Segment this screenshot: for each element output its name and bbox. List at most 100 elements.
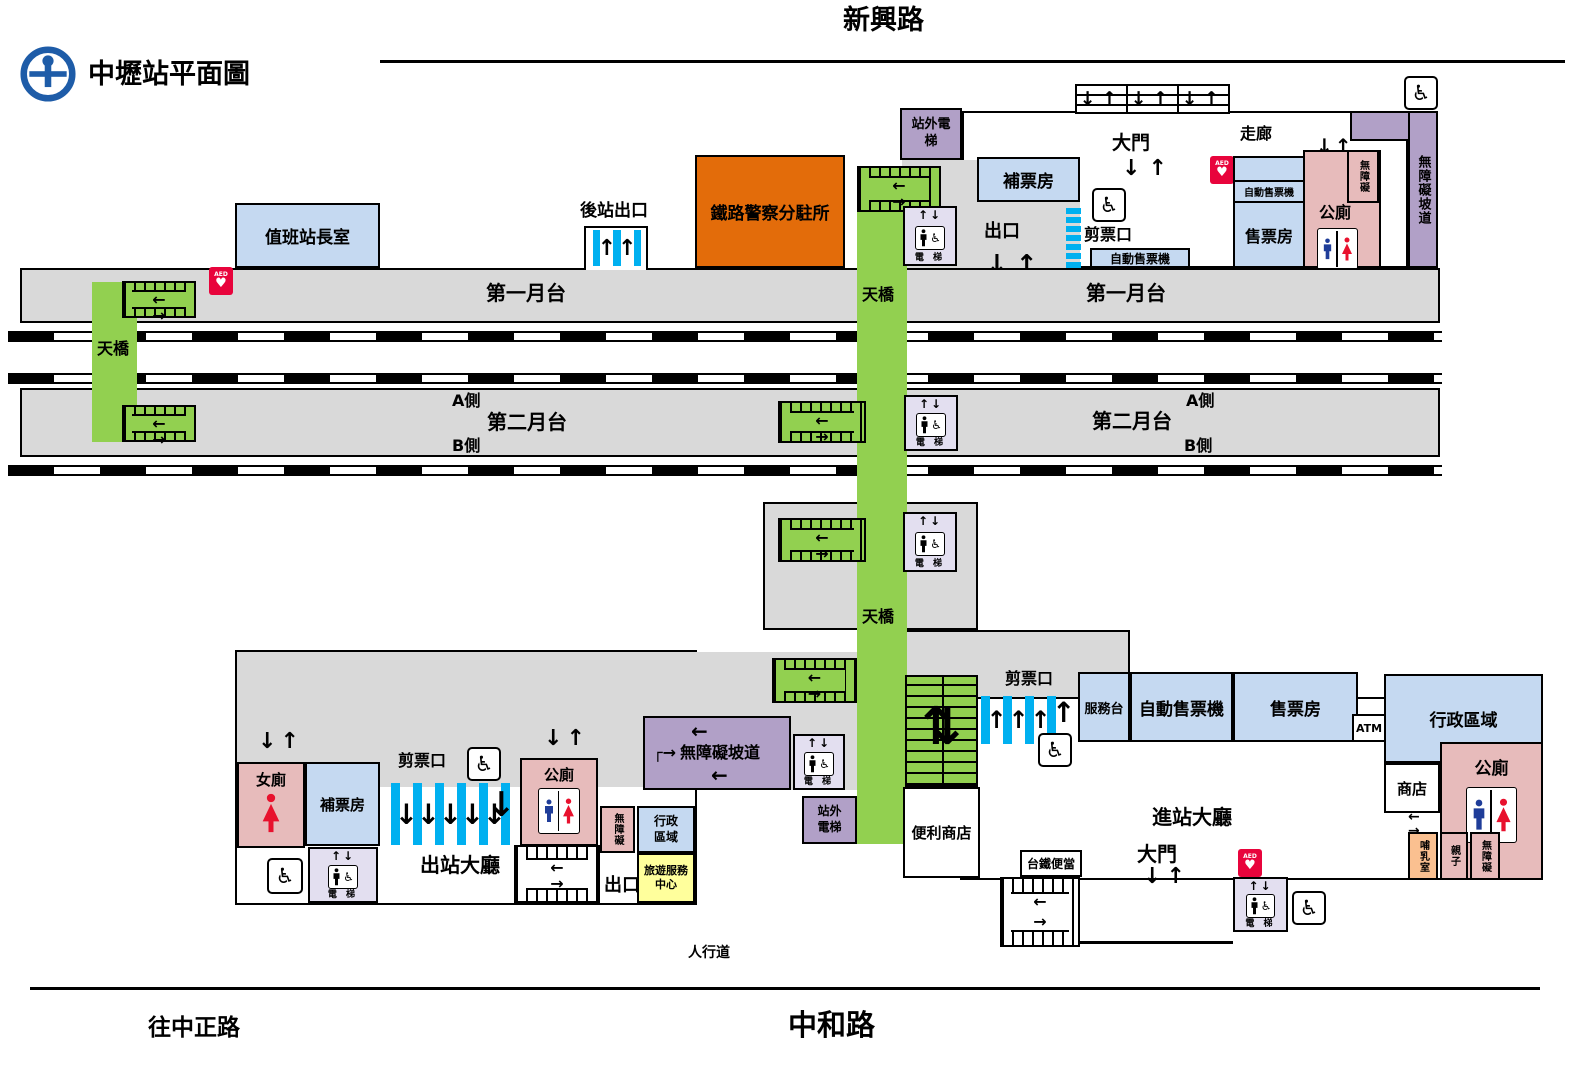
elevator-exit-hall: ↑↓ ♿ 電 梯 <box>308 847 378 903</box>
down-arrow-icon: ↓ <box>487 785 516 825</box>
aed-icon: AED ♥ <box>209 267 233 295</box>
toilet-south-arrows: ↓ ↑ <box>544 728 585 750</box>
travel-service-center: 旅遊服務中心 <box>637 853 695 903</box>
heart-icon: ♥ <box>1216 165 1228 180</box>
stairs-lane: ← → <box>1011 892 1069 932</box>
toilet-north: 公廁 <box>1303 150 1381 270</box>
man-icon <box>544 799 553 822</box>
wheelchair-icon: ♿ <box>930 230 941 245</box>
up-arrow-icon: ↑ <box>1148 156 1167 181</box>
outside-elevator-south: 站外電梯 <box>802 796 857 844</box>
man-icon <box>1251 897 1258 915</box>
railway-police-station: 鐵路警察分駐所 <box>695 155 845 268</box>
gate-label-north: 剪票口 <box>1084 225 1133 244</box>
ticket-gate-north <box>1066 208 1081 268</box>
man-icon <box>920 534 927 552</box>
wheelchair-icon: ♿ <box>1292 891 1326 925</box>
right-arrow-icon: → <box>1033 911 1047 931</box>
aed-icon: AED ♥ <box>1210 156 1234 184</box>
elevator-pictogram: ♿ <box>916 412 946 437</box>
accessible-toilet-north: 無障礙 <box>1347 150 1379 203</box>
wheelchair-icon: ♿ <box>1404 76 1438 110</box>
toilet-south-west: 公廁 <box>520 758 598 846</box>
wheelchair-icon: ♿ <box>343 869 354 884</box>
right-arrow-icon: → <box>152 305 166 325</box>
stairs-lane: ← → <box>525 857 589 891</box>
platform-2-label-right: 第二月台 <box>1092 409 1172 433</box>
road-name-top: 新興路 <box>843 5 924 36</box>
elevator-platform1: ↑↓ ♿ 電 梯 <box>903 206 957 266</box>
tra-logo-icon <box>20 46 76 102</box>
stairs-divider <box>941 677 944 785</box>
steps-cell: ↓↑ <box>1126 86 1177 112</box>
wheelchair-icon: ♿ <box>819 756 830 771</box>
down-arrow-icon: ↓ <box>544 726 563 751</box>
left-arrow-icon: ← <box>711 763 728 787</box>
down-arrow-icon: ↓ <box>258 729 277 754</box>
elevator-arrows: ↑↓ <box>1248 879 1273 893</box>
elevator-label: 電 梯 <box>327 890 359 900</box>
side-a-label-left: A側 <box>452 391 481 410</box>
side-a-label-right: A側 <box>1186 391 1215 410</box>
elevator-arrows: ↑↓ <box>917 208 943 222</box>
exit-label-south: 出口 <box>604 875 640 896</box>
left-arrow-icon: ← <box>152 413 166 433</box>
steps-cell: ↓↑ <box>1177 86 1228 112</box>
stairs-platform1-main: ← → <box>857 166 941 212</box>
rear-entrance-steps: ↓↑ ↓↑ ↓↑ <box>1075 84 1230 114</box>
elevator-label: 電 梯 <box>914 253 946 263</box>
main-door-arrows-north: ↓ ↑ <box>1122 158 1167 180</box>
left-arrow-icon: ← <box>815 528 829 547</box>
stairs-lane: ← → <box>868 176 930 210</box>
wheelchair-icon: ♿ <box>467 747 501 781</box>
stairs-lane: ← → <box>132 413 186 447</box>
stairs-lane: ← → <box>132 289 186 323</box>
footbridge-west-label: 天橋 <box>97 339 130 358</box>
shop: 商店 <box>1384 763 1440 813</box>
woman-icon <box>262 793 280 833</box>
side-b-label-left: B側 <box>452 436 481 455</box>
man-icon <box>921 415 928 433</box>
elevator-concourse: ↑↓ ♿ 電 梯 <box>793 734 845 790</box>
elevator-arrows: ↑↓ <box>918 397 944 411</box>
ramp-north: 無障礙坡道 <box>1408 111 1438 268</box>
elevator-label: 電 梯 <box>915 438 947 448</box>
wheelchair-icon: ♿ <box>1092 188 1126 222</box>
ticket-office-north: 售票房 <box>1233 201 1305 268</box>
track-1 <box>8 331 1442 342</box>
elevator-arrows: ↑↓ <box>806 736 832 750</box>
womens-toilet-label: 女廁 <box>255 771 286 789</box>
platform-1 <box>20 268 1440 323</box>
aed-icon: AED ♥ <box>1238 849 1262 877</box>
elevator-bridge-landing: ↑↓ ♿ 電 梯 <box>903 512 957 572</box>
stairs-lane: ← → <box>790 528 854 562</box>
aed-text: AED <box>1215 160 1229 167</box>
man-icon <box>333 867 340 885</box>
left-arrow-icon: ← <box>815 410 829 430</box>
platform-1-label-left: 第一月台 <box>486 281 566 305</box>
stairs-platform2-west: ← → <box>122 405 196 447</box>
stairs-lane: ← → <box>790 410 854 444</box>
left-arrow-icon: ← <box>807 668 822 688</box>
aed-text: AED <box>214 271 228 278</box>
ramp-label: 無障礙坡道 <box>680 743 761 762</box>
elevator-pictogram: ♿ <box>1245 894 1276 918</box>
man-icon <box>809 754 816 772</box>
toilet-pictogram <box>537 788 581 834</box>
up-arrow-icon: ↑ <box>1008 706 1029 734</box>
womens-toilet: 女廁 <box>237 762 305 848</box>
left-arrow-icon: ← <box>1033 892 1047 912</box>
elevator-label: 電 梯 <box>1245 919 1276 929</box>
entrance-recess-line <box>1080 941 1233 944</box>
accessible-toilet-west: 無障礙 <box>600 806 635 853</box>
duty-station-master-office: 值班站長室 <box>235 203 380 268</box>
down-arrow-icon: ↓ <box>1143 864 1162 889</box>
service-desk: 服務台 <box>1078 672 1130 742</box>
nursing-room-arrows: ← → <box>1408 810 1420 838</box>
up-arrow-icon: ↑ <box>597 235 617 261</box>
elevator-pictogram: ♿ <box>915 225 945 250</box>
up-arrow-icon: ↑ <box>986 706 1007 734</box>
elevator-pictogram: ♿ <box>804 751 834 776</box>
platform-1-label-right: 第一月台 <box>1086 281 1166 305</box>
side-b-label-right: B側 <box>1184 436 1213 455</box>
